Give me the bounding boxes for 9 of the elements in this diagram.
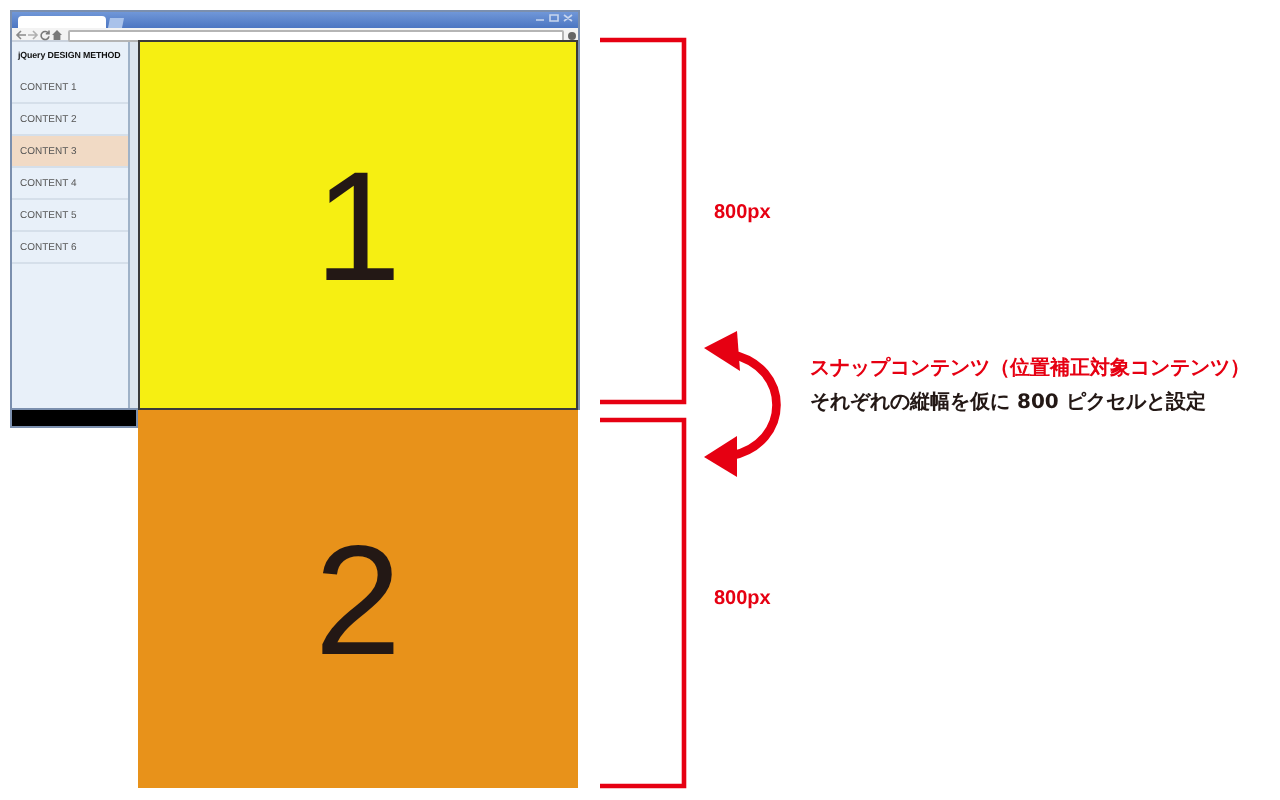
content-section [138, 40, 578, 410]
content-section [138, 410, 578, 788]
section-number: 1 [314, 147, 402, 303]
annotation-heading: スナップコンテンツ（位置補正対象コンテンツ） [810, 358, 1250, 380]
annotation-text: それぞれの縦幅を仮に 800 ピクセルと設定 [810, 392, 1206, 414]
section-number: 2 [314, 521, 402, 677]
dimension-label: 800px [714, 588, 771, 610]
dimension-label: 800px [714, 202, 771, 224]
sidebar-panel [12, 42, 130, 408]
